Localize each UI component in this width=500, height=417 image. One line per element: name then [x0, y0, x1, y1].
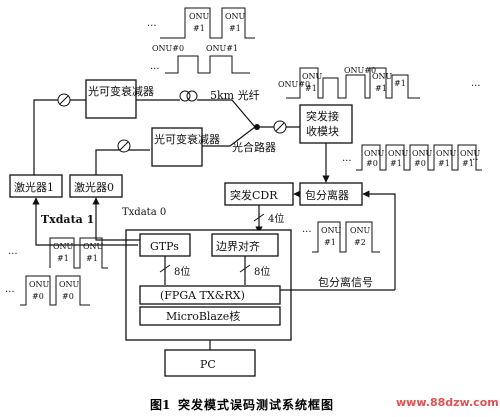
ellipsis-label: ... — [8, 246, 18, 257]
ellipsis-label: ... — [469, 152, 479, 163]
onu-packet-label: ONU — [364, 149, 385, 158]
onu-packet-number: #1 — [438, 159, 450, 168]
boundary-align-label: 边界对齐 — [216, 239, 260, 253]
onu-packet-label: ONU — [436, 149, 457, 158]
figure-title: 突发模式误码测试系统框图 — [178, 398, 335, 412]
bits-8-label-right: 8位 — [254, 265, 270, 278]
fiber-coil-icon — [179, 90, 191, 102]
onu-packet-number: #2 — [354, 238, 366, 247]
fpga-label: (FPGA TX&RX) — [160, 289, 245, 302]
packet-stream-right-mid: ... ... ONU #0 ONU #1 ONU #0 ONU #1 ONU … — [342, 144, 482, 171]
bits-8-label-left: 8位 — [174, 265, 190, 278]
txdata1-label: Txdata 1 — [41, 213, 94, 226]
microblaze-box — [139, 306, 281, 326]
onu-packet-label: ONU — [460, 149, 481, 158]
onu-packet-number: #1 — [375, 84, 387, 93]
burst-receiver-box — [299, 104, 353, 144]
onu-packet-number: #1 — [57, 254, 69, 263]
onu-packet-label: ONU — [302, 72, 323, 81]
packet-stream-bottom-left: ... ... ONU #1 ONU #1 ONU #0 ONU #0 — [5, 237, 108, 306]
onu-packet-number: #0 — [32, 292, 44, 301]
microblaze-label: MicroBlaze核 — [166, 309, 240, 323]
onu-packet-label: ONU — [83, 242, 104, 251]
ellipsis-label: ... — [150, 61, 160, 72]
ellipsis-label: ... — [302, 224, 312, 235]
pc-box — [164, 349, 256, 377]
packet-separator-label: 包分离器 — [305, 188, 349, 202]
coupler-label: 光合路器 — [232, 140, 276, 154]
burst-cdr-label: 突发CDR — [230, 188, 278, 202]
onu-compact-label: ONU#0 — [152, 44, 184, 53]
onu-packet-label: ONU — [225, 12, 246, 21]
onu-packet-label: ONU — [372, 72, 393, 81]
onu-packet-label: ONU — [388, 149, 409, 158]
bits-4-label: 4位 — [268, 212, 284, 225]
onu-packet-label: ONU — [350, 226, 371, 235]
onu-packet-number: #0 — [414, 159, 426, 168]
figure-caption: 图1 突发模式误码测试系统框图 www.88dzw.com — [0, 394, 500, 416]
pc-label: PC — [200, 358, 216, 371]
onu-compact-label: ONU#1 — [206, 44, 238, 53]
ellipsis-label: ... — [342, 153, 352, 164]
onu-packet-number: #0 — [62, 292, 74, 301]
coupler-node — [254, 124, 260, 130]
ellipsis-label: ... — [471, 78, 481, 89]
ellipsis-label: ... — [147, 18, 157, 29]
onu-packet-number: #0 — [366, 159, 378, 168]
attenuator-0-box — [151, 127, 203, 167]
onu-packet-number: #1 — [324, 238, 336, 247]
packet-stream-right-top: ONU#0 ONU#0 ... ONU #1 ONU #1 #1 — [278, 66, 481, 99]
burst-receiver-line1: 突发接 — [306, 109, 339, 123]
onu-packet-label: ONU — [53, 242, 74, 251]
txdata0-label: Txdata 0 — [122, 207, 166, 218]
packet-stream-top: ... ONU #1 ONU #1 — [147, 7, 255, 39]
onu-packet-number: #1 — [193, 24, 205, 33]
onu-packet-number: #1 — [86, 254, 98, 263]
onu-packet-number: #1 — [229, 24, 241, 33]
onu-packet-label: ONU — [189, 12, 210, 21]
onu-packet-label: ONU — [29, 280, 50, 289]
fiber-label: 5km 光纤 — [210, 88, 260, 102]
packet-stream-right-low: ... ONU #1 ONU #2 — [302, 221, 380, 253]
onu-packet-number: #1 — [394, 79, 406, 88]
figure-number: 图1 — [150, 398, 171, 412]
burst-receiver-line2: 收模块 — [306, 124, 339, 138]
fpga-box — [139, 285, 281, 305]
onu-packet-number: #1 — [462, 159, 474, 168]
laser-1-box — [9, 174, 63, 198]
packet-stream-second: ... ONU#0 ONU#1 — [150, 44, 250, 74]
gtps-label: GTPs — [150, 240, 179, 253]
onu-compact-label: ONU#0 — [278, 80, 310, 89]
onu-packet-label: ONU — [59, 280, 80, 289]
separator-signal-label: 包分离信号 — [318, 275, 373, 289]
onu-packet-label: ONU — [321, 226, 342, 235]
onu-packet-label: ONU — [412, 149, 433, 158]
attenuator-1-box — [85, 79, 137, 119]
attenuator-0-label: 光可变衰减器 — [154, 132, 220, 146]
laser-0-label: 激光器0 — [74, 180, 114, 194]
onu-compact-label: ONU#0 — [344, 66, 376, 75]
ellipsis-label: ... — [5, 284, 15, 295]
laser-1-label: 激光器1 — [14, 180, 54, 194]
onu-packet-number: #1 — [390, 159, 402, 168]
onu-packet-number: #1 — [305, 84, 317, 93]
watermark: www.88dzw.com — [396, 396, 499, 409]
attenuator-1-label: 光可变衰减器 — [88, 84, 154, 98]
